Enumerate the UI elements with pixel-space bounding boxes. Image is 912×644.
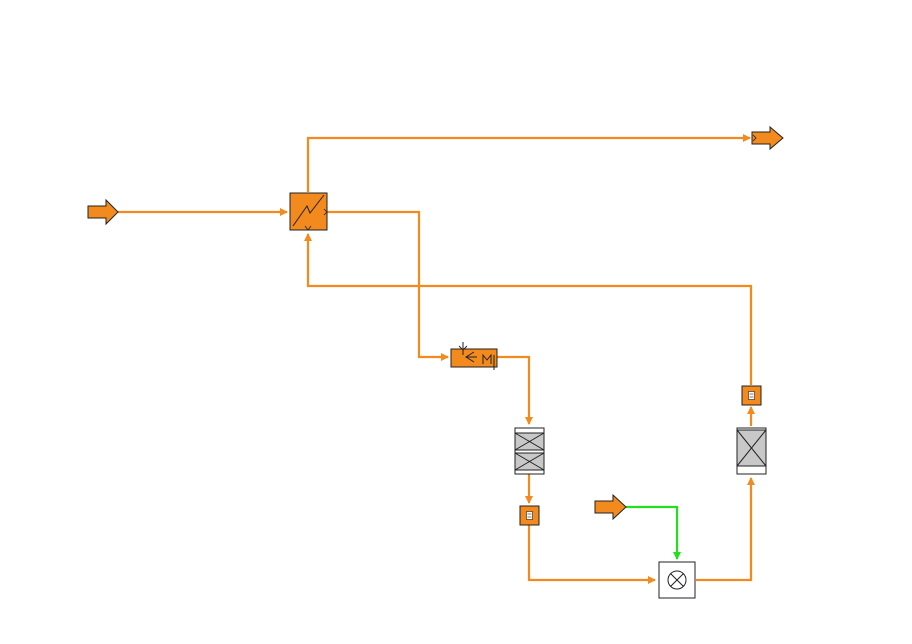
stream-block-icon[interactable]	[741, 385, 762, 406]
stream-utility-to-mixer[interactable]	[626, 505, 681, 560]
streams	[118, 134, 755, 584]
catalytic-reactor-icon[interactable]	[514, 427, 545, 475]
stream-block-1-to-mixer[interactable]	[527, 525, 656, 584]
stream-exchanger-to-product[interactable]	[306, 134, 751, 192]
stream-block-icon[interactable]	[519, 505, 540, 526]
stream-exchanger-to-compressor[interactable]	[326, 210, 449, 361]
heat-exchanger-icon[interactable]	[289, 192, 328, 231]
stream-mixer-to-reactor-2[interactable]	[696, 477, 755, 582]
stream-block-2-to-exchanger[interactable]	[304, 233, 753, 385]
feed-arrow-icon[interactable]	[87, 198, 119, 226]
compressor-icon[interactable]	[450, 342, 498, 370]
catalytic-reactor-icon[interactable]	[736, 427, 767, 475]
feed-arrow-icon[interactable]	[594, 493, 627, 521]
stream-compressor-to-reactor-1[interactable]	[497, 355, 533, 425]
product-arrow-icon[interactable]	[751, 125, 784, 151]
mixer-icon[interactable]	[658, 561, 696, 599]
